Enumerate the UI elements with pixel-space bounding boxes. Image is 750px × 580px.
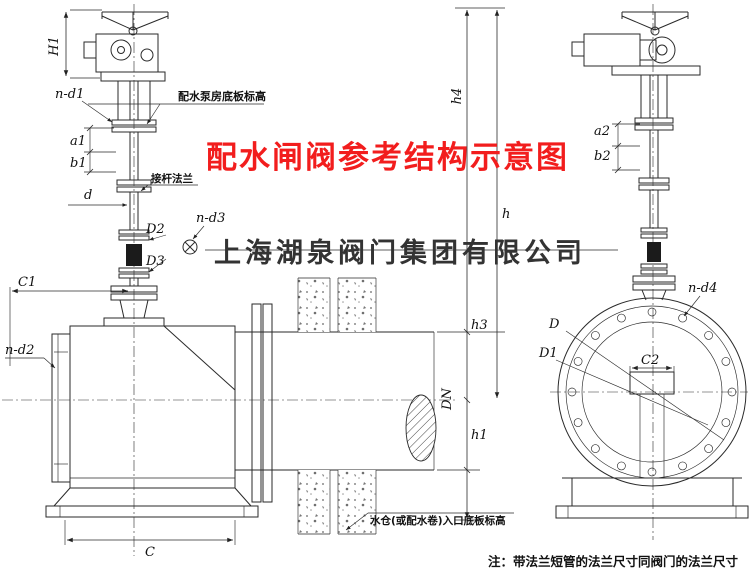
bolt-holes: [567, 307, 737, 477]
company-watermark: 上海湖泉阀门集团有限公司: [214, 237, 586, 269]
base-left: [45, 487, 259, 518]
detail-circle-symbol: [182, 239, 198, 255]
dim-a1: a1: [70, 134, 86, 149]
footnote: 注：带法兰短管的法兰尺寸同阀门的法兰尺寸: [488, 554, 739, 569]
center-dimensions: h4 h h3 h1 DN: [437, 7, 510, 521]
dim-h4: h4: [450, 88, 465, 105]
dim-n-d4: n-d4: [688, 281, 717, 296]
dim-n-d1: n-d1: [55, 87, 84, 102]
dim-D: D: [548, 317, 560, 332]
stem-right: [632, 75, 676, 301]
label-inlet-floor: 水仓(或配水卷)入口底板标高: [369, 514, 506, 527]
pipe: [235, 303, 437, 503]
concrete-wall: [297, 277, 377, 535]
dim-b1: b1: [70, 156, 87, 171]
dimensions-left: H1 n-d1 配水泵房底板标高 a1 b1 d 接杆法兰 D2 D3: [5, 9, 266, 560]
dim-D3: D3: [145, 254, 165, 269]
flange-circle: [555, 297, 747, 487]
dim-d: d: [84, 188, 92, 203]
dim-C: C: [145, 545, 155, 560]
dim-DN: DN: [440, 387, 455, 410]
label-pump-floor: 配水泵房底板标高: [178, 89, 266, 103]
diagram-title: 配水闸阀参考结构示意图: [206, 140, 569, 176]
dim-a2: a2: [594, 124, 610, 139]
dim-b2: b2: [594, 149, 611, 164]
right-view: a2 b2 n-d4 D D1 C2: [538, 11, 749, 519]
dim-h3: h3: [471, 318, 488, 333]
dim-n-d2: n-d2: [5, 343, 34, 358]
overlay-text: 配水闸阀参考结构示意图 上海湖泉阀门集团有限公司 水仓(或配水卷)入口底板标高 …: [205, 140, 739, 569]
actuator-left: [83, 11, 169, 82]
dim-C2: C2: [641, 353, 659, 368]
dimensions-right: a2 b2 n-d4 D D1 C2: [538, 120, 717, 372]
dim-D1: D1: [538, 346, 558, 361]
dim-h1: h1: [471, 428, 488, 443]
left-view: H1 n-d1 配水泵房底板标高 a1 b1 d 接杆法兰 D2 D3: [5, 9, 437, 560]
label-rod-flange: 接杆法兰: [151, 172, 193, 185]
dim-h: h: [502, 207, 510, 222]
actuator-right: [571, 11, 701, 76]
stem-left: [103, 81, 165, 327]
centerlines: [2, 4, 748, 556]
valve-body-left: [51, 325, 236, 489]
dim-n-d3: n-d3: [196, 211, 225, 226]
base-right: [555, 477, 749, 519]
dim-C1: C1: [18, 275, 36, 290]
dim-H1: H1: [47, 36, 62, 57]
dim-D2: D2: [145, 222, 165, 237]
